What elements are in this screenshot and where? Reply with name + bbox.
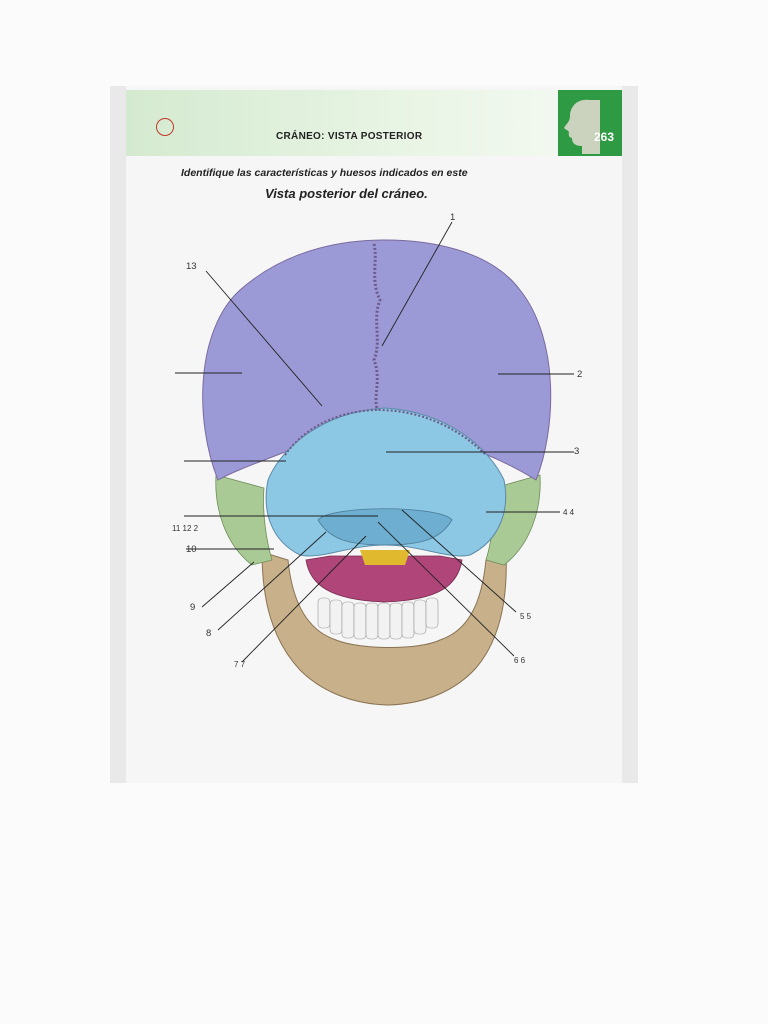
label-11-12: 11 12 2 (172, 524, 199, 533)
instructions-text: Identifique las características y huesos… (181, 167, 468, 179)
mandible (261, 551, 507, 706)
head-profile-icon (564, 99, 600, 154)
label-1: 1 (450, 212, 456, 223)
leader-lines (175, 221, 574, 663)
page-number-box: 263 (558, 90, 622, 156)
label-8: 8 (206, 628, 212, 639)
header-title: CRÁNEO: VISTA POSTERIOR (276, 131, 423, 142)
label-5: 5 5 (520, 612, 532, 621)
label-10: 10 (186, 544, 197, 555)
hole-punch-circle-icon (156, 118, 174, 136)
label-4: 4 4 (563, 508, 575, 517)
temporal-left (215, 474, 273, 566)
foramen-magnum (317, 508, 453, 546)
label-13: 13 (186, 261, 197, 272)
label-6: 6 6 (514, 656, 526, 665)
figure-title: Vista posterior del cráneo. (265, 186, 428, 201)
teeth (317, 597, 439, 640)
label-3: 3 (574, 446, 580, 457)
sagittal-suture (372, 243, 382, 411)
atlas-region (360, 550, 410, 565)
label-7: 7 7 (234, 660, 246, 669)
page-number: 263 (593, 130, 614, 144)
label-9: 9 (190, 602, 196, 613)
label-2: 2 (577, 369, 583, 380)
palate (305, 555, 463, 603)
page-header: CRÁNEO: VISTA POSTERIOR 263 (126, 90, 622, 156)
